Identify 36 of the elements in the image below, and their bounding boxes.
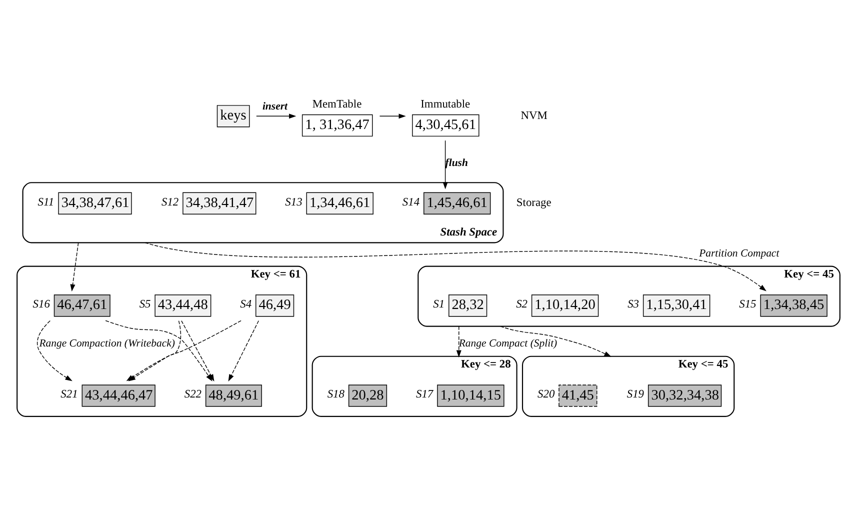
node-label: S21 [60,388,78,401]
node-label: S14 [402,196,420,208]
arrow [128,320,182,382]
arrow [500,326,612,357]
node-label: S15 [739,298,756,311]
node-label: S5 [139,298,151,311]
label: Storage [516,197,552,210]
node-label: S4 [240,298,252,311]
arrow [256,114,296,119]
node-label: Immutable [420,98,470,110]
node-label: S3 [628,298,640,311]
node-label: S13 [285,196,302,208]
edge-label: Partition Compact [699,247,780,260]
node-label: S19 [626,388,644,401]
node-label: S16 [32,298,50,311]
arrow [70,242,79,292]
edge-label: Range Compaction (Writeback) [39,337,175,350]
node-label: S11 [38,196,54,208]
label: NVM [520,110,548,122]
arrow [228,320,259,382]
arrow [144,242,766,292]
arrow [456,326,462,358]
arrow [442,140,448,190]
node-label: S17 [416,388,434,401]
node-label: S12 [161,196,179,208]
arrow [379,114,406,119]
node-label: S18 [327,388,344,401]
node-label: MemTable [312,98,362,110]
node-label: S1 [433,298,445,311]
arrow [36,320,72,382]
edge-label: insert [262,100,288,113]
edge-label: Range Compact (Split) [458,337,558,350]
node-label: S2 [516,298,528,311]
edge-label: flush [445,157,468,170]
node-label: S20 [538,388,555,401]
node-label: S22 [184,388,202,401]
